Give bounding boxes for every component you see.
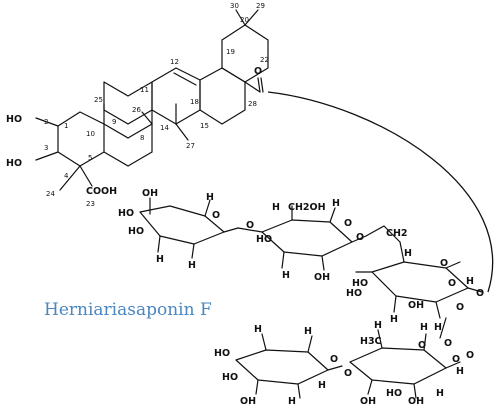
sugar-atom-label: HO bbox=[128, 226, 144, 237]
sugar-atom-label: CH2 bbox=[386, 228, 408, 239]
sugar-atom-label: H3C bbox=[360, 336, 382, 347]
sugar-atom-label: H bbox=[374, 320, 382, 331]
sugar-atom-label: O bbox=[456, 302, 464, 313]
sugar-atom-label: O bbox=[444, 338, 452, 349]
sugar-atom-label: H bbox=[404, 248, 412, 259]
locant-label: 27 bbox=[186, 142, 195, 150]
sugar-atom-label: HO bbox=[118, 208, 134, 219]
sugar-atom-label: OH bbox=[408, 300, 424, 311]
sugar-atom-label: O bbox=[212, 210, 220, 221]
sugar-2-labels: O H H CH2OH O O H HO OH bbox=[246, 198, 364, 283]
locant-label: 18 bbox=[190, 98, 199, 106]
sugar-atom-label: O bbox=[466, 350, 474, 361]
sugar-4-labels: O O H HO H HO OH H H bbox=[214, 324, 352, 407]
sugar-atom-label: HO bbox=[222, 372, 238, 383]
sugar-atom-label: HO bbox=[386, 388, 402, 399]
sugar-atom-label: O bbox=[476, 288, 484, 299]
sugar-atom-label: H bbox=[466, 276, 474, 287]
sugar-atom-label: OH bbox=[240, 396, 256, 407]
compound-name: Herniariasaponin F bbox=[44, 300, 212, 320]
locant-label: 5 bbox=[88, 154, 92, 162]
sugar-atom-label: H bbox=[332, 198, 340, 209]
locant-label: 15 bbox=[200, 122, 209, 130]
sugar-atom-label: O bbox=[418, 340, 426, 351]
sugar-1-labels: HO HO OH O H H H bbox=[118, 188, 220, 271]
locant-label: 9 bbox=[112, 118, 116, 126]
locant-label: 26 bbox=[132, 106, 141, 114]
locant-label: 28 bbox=[248, 100, 257, 108]
locant-label: 4 bbox=[64, 172, 69, 180]
ester-linkage bbox=[267, 91, 494, 293]
sugar-atom-label: O bbox=[344, 218, 352, 229]
locant-label: 25 bbox=[94, 96, 103, 104]
sugar-atom-label: O bbox=[440, 258, 448, 269]
sugar-atom-label: H bbox=[318, 380, 326, 391]
hydroxyl-label: HO bbox=[6, 158, 22, 169]
sugar-atom-label: O bbox=[452, 354, 460, 365]
sugar-atom-label: OH bbox=[314, 272, 330, 283]
locant-label: 23 bbox=[86, 200, 95, 208]
sugar-atom-label: HO bbox=[214, 348, 230, 359]
locant-label: 29 bbox=[256, 2, 265, 10]
sugar-atom-label: O bbox=[356, 232, 364, 243]
sugar-atom-label: H bbox=[254, 324, 262, 335]
sugar-atom-label: H bbox=[282, 270, 290, 281]
sugar-atom-label: H bbox=[304, 326, 312, 337]
locant-label: 30 bbox=[230, 2, 239, 10]
sugar-atom-label: HO bbox=[256, 234, 272, 245]
carbonyl-oxygen-label: O bbox=[254, 66, 262, 77]
locant-label: 12 bbox=[170, 58, 179, 66]
locant-label: 24 bbox=[46, 190, 55, 198]
sugar-atom-label: O bbox=[246, 220, 254, 231]
hydroxyl-label: HO bbox=[6, 114, 22, 125]
sugar-atom-label: O bbox=[344, 368, 352, 379]
sugar-atom-label: H bbox=[272, 202, 280, 213]
sugar-atom-label: H bbox=[390, 314, 398, 325]
sugar-5-labels: O O H3C OH H H O O H HO OH H bbox=[360, 320, 474, 407]
sugar-atom-label: CH2OH bbox=[288, 202, 326, 213]
locant-label: 11 bbox=[140, 86, 149, 94]
sugar-atom-label: HO bbox=[346, 288, 362, 299]
carboxyl-label: COOH bbox=[86, 186, 117, 197]
sugar-atom-label: H bbox=[206, 192, 214, 203]
sugar-atom-label: OH bbox=[142, 188, 158, 199]
sugar-atom-label: H bbox=[436, 388, 444, 399]
sugar-atom-label: H bbox=[420, 322, 428, 333]
sugar-bonds bbox=[139, 197, 483, 399]
locant-label: 10 bbox=[86, 130, 95, 138]
locant-label: 22 bbox=[260, 56, 269, 64]
sugar-atom-label: O bbox=[448, 278, 456, 289]
sugar-atom-label: H bbox=[456, 366, 464, 377]
sugar-atom-label: O bbox=[330, 354, 338, 365]
locant-label: 20 bbox=[240, 16, 249, 24]
sugar-atom-label: H bbox=[188, 260, 196, 271]
locant-label: 1 bbox=[64, 122, 68, 130]
sugar-atom-label: H bbox=[156, 254, 164, 265]
sugar-3-labels: O O H H HO OH H CH2 O O H HO bbox=[346, 228, 484, 333]
locant-label: 3 bbox=[44, 144, 48, 152]
locant-label: 8 bbox=[140, 134, 144, 142]
locant-label: 19 bbox=[226, 48, 235, 56]
sugar-atom-label: HO bbox=[352, 278, 368, 289]
locant-label: 2 bbox=[44, 118, 48, 126]
locant-label: 14 bbox=[160, 124, 169, 132]
sugar-atom-label: H bbox=[434, 322, 442, 333]
aglycone-bonds bbox=[35, 9, 269, 191]
sugar-atom-label: OH bbox=[360, 396, 376, 407]
sugar-atom-label: OH bbox=[408, 396, 424, 407]
sugar-atom-label: H bbox=[288, 396, 296, 407]
